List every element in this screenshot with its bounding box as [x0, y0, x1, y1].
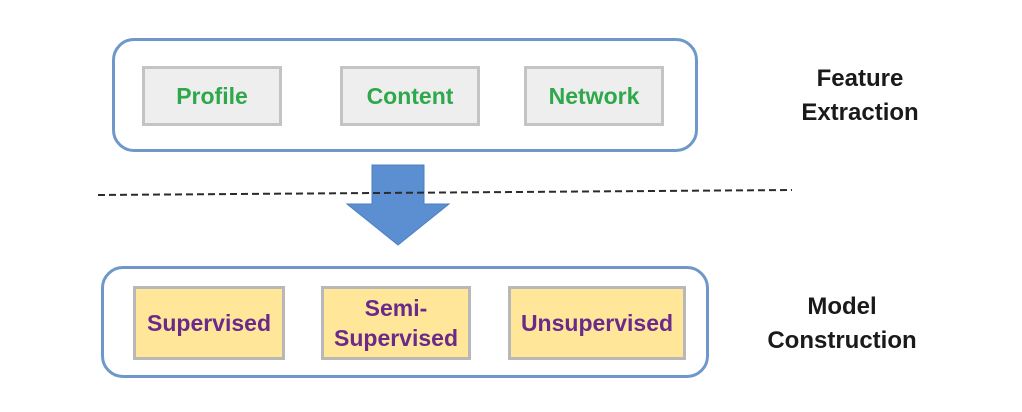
model-box-unsupervised: Unsupervised	[508, 286, 686, 360]
feature-box-network: Network	[524, 66, 664, 126]
model-box-semi-supervised: Semi- Supervised	[321, 286, 471, 360]
stage-divider	[97, 189, 793, 196]
feature-box-content: Content	[340, 66, 480, 126]
model-construction-label: Model Construction	[767, 293, 917, 354]
feature-extraction-label: Feature Extraction	[801, 65, 919, 126]
model-box-supervised: Supervised	[133, 286, 285, 360]
feature-box-profile: Profile	[142, 66, 282, 126]
down-arrow-icon	[345, 164, 451, 246]
